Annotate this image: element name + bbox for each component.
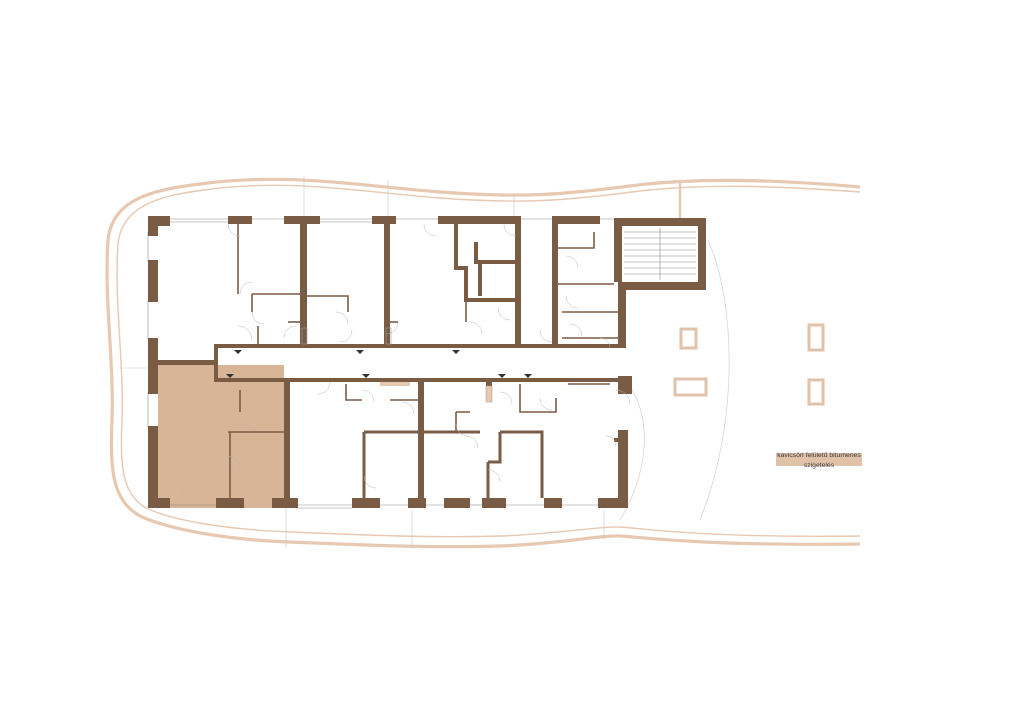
terrace-outline xyxy=(105,177,861,549)
roof-annotation-label: kavicsörl felületű bitumenes szigetelés xyxy=(777,452,861,469)
corridor-walls xyxy=(158,344,620,382)
annotation-highlight xyxy=(776,453,862,466)
roof-skylights xyxy=(673,323,825,406)
highlighted-unit xyxy=(158,365,284,508)
corridor-markers xyxy=(226,327,532,403)
interior-walls-upper xyxy=(237,216,618,348)
facade-glazing xyxy=(147,218,618,509)
terrace-divisions xyxy=(118,176,730,548)
exterior-walls xyxy=(148,216,706,508)
door-swings xyxy=(181,223,631,499)
stair xyxy=(624,228,696,280)
interior-walls-lower xyxy=(228,382,622,508)
